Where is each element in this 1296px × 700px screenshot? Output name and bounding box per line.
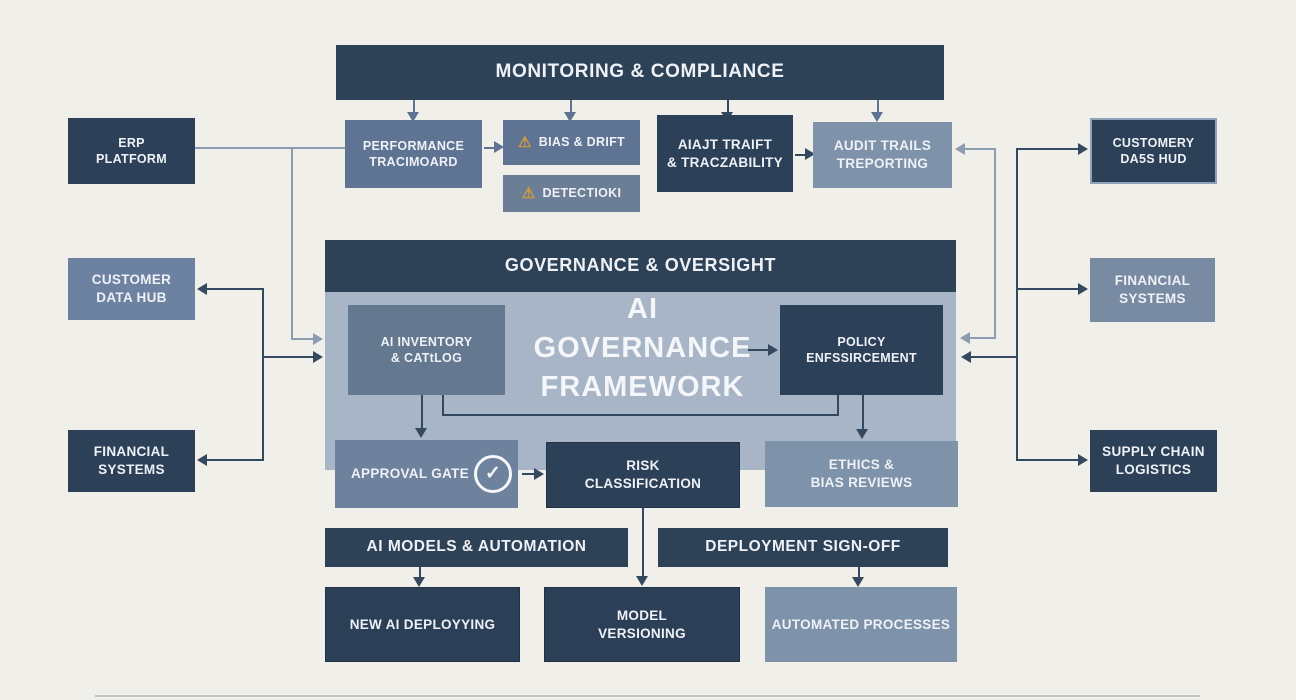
header-deployment-signoff: DEPLOYMENT SIGN-OFF <box>658 528 948 567</box>
node-financial-systems-right: FINANCIAL SYSTEMS <box>1090 258 1215 322</box>
connector-models-newai <box>419 567 421 578</box>
node-ethics-bias-reviews: ETHICS & BIAS REVIEWS <box>765 441 958 507</box>
arrowhead-monitoring-bias <box>564 112 576 122</box>
arrowhead-framework-policy <box>768 344 778 356</box>
connector-monitoring-reporting <box>877 100 879 112</box>
connector-monitoring-performance <box>413 100 415 112</box>
connector-approval-risk <box>522 473 536 475</box>
arrowhead-monitoring-performance <box>407 112 419 122</box>
arrowhead-monitoring-reporting <box>871 112 883 122</box>
connector-bus-financial-left <box>207 459 264 461</box>
node-approval-gate-label: APPROVAL GATE <box>351 466 469 482</box>
governance-framework-title: AI GOVERNANCE FRAMEWORK <box>533 293 752 404</box>
connector-bus-customer-left <box>207 288 264 290</box>
node-financial-systems-left: FINANCIAL SYSTEMS <box>68 430 195 492</box>
arrowhead-policy-ethics <box>856 429 868 439</box>
node-supply-chain-logistics: SUPPLY CHAIN LOGISTICS <box>1090 430 1217 492</box>
connector-erp-performance <box>195 147 345 149</box>
connector-signoff-automated <box>858 567 860 578</box>
connector-loop-horizontal <box>442 414 839 416</box>
connector-left-bus-vertical <box>262 289 264 461</box>
node-customer-data-hub-right: CUSTOMERY DA5S HUD <box>1090 118 1217 184</box>
connector-monitoring-audit-trail <box>727 100 729 112</box>
arrowhead-light-audit-reporting <box>955 143 965 155</box>
arrowhead-trail-reporting <box>805 148 815 160</box>
arrowhead-inventory-approval <box>415 428 427 438</box>
connector-right-bus-vertical <box>1016 149 1018 461</box>
arrowhead-light-governance-right <box>960 332 970 344</box>
node-risk-classification: RISK CLASSIFICATION <box>546 442 740 508</box>
node-model-versioning: MODEL VERSIONING <box>544 587 740 662</box>
arrowhead-bus-governance-left <box>313 351 323 363</box>
connector-bus-governance-left <box>262 356 314 358</box>
connector-bus-financial-right <box>1016 288 1080 290</box>
connector-risk-versioning <box>642 508 644 578</box>
header-monitoring-compliance: MONITORING & COMPLIANCE <box>336 45 944 100</box>
arrowhead-models-newai <box>413 577 425 587</box>
node-audit-trails-reporting: AUDIT TRAILS TREPORTING <box>813 122 952 188</box>
arrowhead-bus-financial-right <box>1078 283 1088 295</box>
warning-icon: ⚠ <box>521 185 536 202</box>
connector-inventory-approval <box>421 395 423 429</box>
connector-bus-customer-right <box>1016 148 1080 150</box>
connector-right-light-vertical <box>994 149 996 338</box>
connector-trail-reporting <box>795 154 807 156</box>
connector-policy-ethics <box>862 395 864 430</box>
connector-bus-governance-right <box>971 356 1016 358</box>
node-performance-dashboard: PERFORMANCE TRACIMOARD <box>345 120 482 188</box>
connector-framework-policy <box>748 349 770 351</box>
node-audit-trail-traceability: AIAJT TRAIFT & TRACZABILITY <box>657 115 793 192</box>
header-ai-models-automation: AI MODELS & AUTOMATION <box>325 528 628 567</box>
arrowhead-approval-risk <box>534 468 544 480</box>
connector-erp-governance-vertical <box>291 147 293 339</box>
arrowhead-erp-governance <box>313 333 323 345</box>
connector-loop-right <box>837 395 839 416</box>
arrowhead-bus-financial-left <box>197 454 207 466</box>
arrowhead-bus-supply <box>1078 454 1088 466</box>
arrowhead-bus-customer-right <box>1078 143 1088 155</box>
arrowhead-risk-versioning <box>636 576 648 586</box>
bottom-divider-line <box>95 695 1200 697</box>
connector-loop-left <box>442 395 444 416</box>
connector-light-governance-right <box>970 337 996 339</box>
warning-icon: ⚠ <box>518 134 532 151</box>
node-new-ai-deployments: NEW AI DEPLOYYING <box>325 587 520 662</box>
arrowhead-signoff-automated <box>852 577 864 587</box>
arrowhead-performance-bias <box>494 141 504 153</box>
node-erp-platform: ERP PLATFORM <box>68 118 195 184</box>
arrowhead-bus-customer-left <box>197 283 207 295</box>
connector-light-audit-reporting <box>965 148 996 150</box>
header-governance-oversight: GOVERNANCE & OVERSIGHT <box>325 240 956 292</box>
node-detection: ⚠ DETECTIOKI <box>503 175 640 212</box>
arrowhead-bus-governance-right <box>961 351 971 363</box>
node-detection-label: DETECTIOKI <box>542 186 622 201</box>
node-customer-data-hub-left: CUSTOMER DATA HUB <box>68 258 195 320</box>
node-approval-gate: APPROVAL GATE ✓ <box>335 440 518 508</box>
connector-monitoring-bias <box>570 100 572 112</box>
connector-bus-supply <box>1016 459 1080 461</box>
connector-performance-bias <box>484 147 496 149</box>
node-ai-inventory-catalog: AI INVENTORY & CATtLOG <box>348 305 505 395</box>
node-policy-enforcement: POLICY ENFSSIRCEMENT <box>780 305 943 395</box>
node-bias-drift-label: BIAS & DRIFT <box>538 135 625 150</box>
node-automated-processes: AUTOMATED PROCESSES <box>765 587 957 662</box>
connector-erp-governance-horizontal <box>291 338 315 340</box>
node-bias-drift: ⚠ BIAS & DRIFT <box>503 120 640 165</box>
check-icon: ✓ <box>474 455 512 493</box>
